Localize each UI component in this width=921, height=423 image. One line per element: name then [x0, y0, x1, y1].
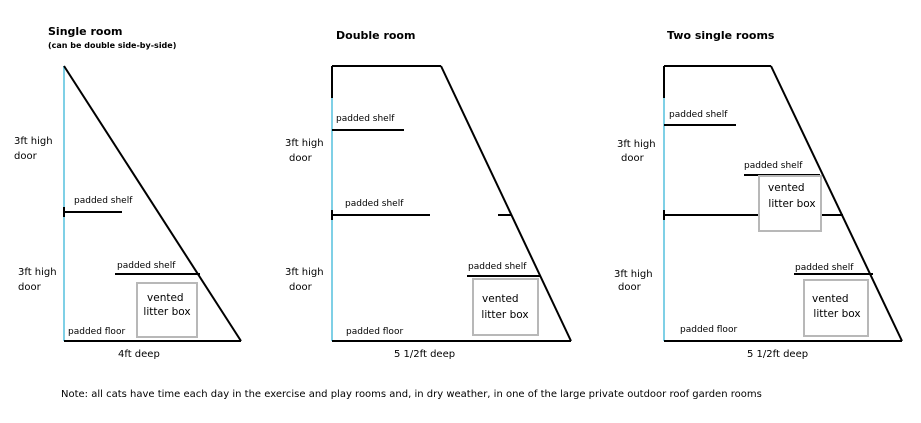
lower-door-label: 3ft high door	[614, 269, 656, 293]
panel-title: Double room	[336, 29, 415, 42]
sloped-wall	[63, 65, 242, 342]
upper-door-label: 3ft high door	[617, 139, 659, 164]
mid-shelf-label: padded shelf	[345, 199, 404, 209]
panel-title: Single room	[48, 25, 122, 38]
lower-shelf-label: padded shelf	[117, 261, 176, 271]
upper-door-label: 3ft high door	[14, 136, 56, 162]
floor-label: padded floor	[68, 327, 125, 337]
litter-box-label: vented litter box	[143, 292, 190, 318]
litter-box-label: vented litter box	[481, 293, 528, 321]
upper-shelf-label: padded shelf	[74, 196, 133, 206]
footer-note: Note: all cats have time each day in the…	[61, 389, 762, 400]
top-shelf-label: padded shelf	[669, 110, 728, 120]
litter-box	[136, 282, 198, 338]
lower-door-label: 3ft high door	[285, 267, 327, 293]
litter-box	[472, 278, 539, 336]
lower-shelf-label: padded shelf	[795, 263, 854, 273]
lower-litter-box-label: vented litter box	[812, 293, 861, 320]
upper-shelf-label: padded shelf	[744, 161, 803, 171]
floor-label: padded floor	[346, 327, 403, 337]
lower-litter-box	[803, 279, 869, 337]
upper-litter-box	[758, 175, 822, 232]
lower-shelf-label: padded shelf	[468, 262, 527, 272]
sloped-wall	[440, 65, 572, 342]
top-shelf-label: padded shelf	[336, 114, 395, 124]
panel-two-single-rooms: Two single rooms 3ft high door 3ft high …	[614, 29, 903, 360]
panel-subtitle: (can be double side-by-side)	[48, 41, 176, 50]
depth-label: 5 1/2ft deep	[747, 349, 808, 360]
upper-door-label: 3ft high door	[285, 138, 327, 164]
upper-litter-box-label: vented litter box	[768, 182, 816, 210]
panel-title: Two single rooms	[667, 29, 775, 42]
lower-door-label: 3ft high door	[18, 267, 60, 293]
floor-label: padded floor	[680, 325, 737, 335]
depth-label: 4ft deep	[118, 349, 160, 360]
panel-single-room: Single room (can be double side-by-side)…	[14, 25, 242, 360]
panel-double-room: Double room 3ft high door 3ft high door …	[285, 29, 572, 360]
depth-label: 5 1/2ft deep	[394, 349, 455, 360]
sloped-wall	[770, 65, 903, 342]
